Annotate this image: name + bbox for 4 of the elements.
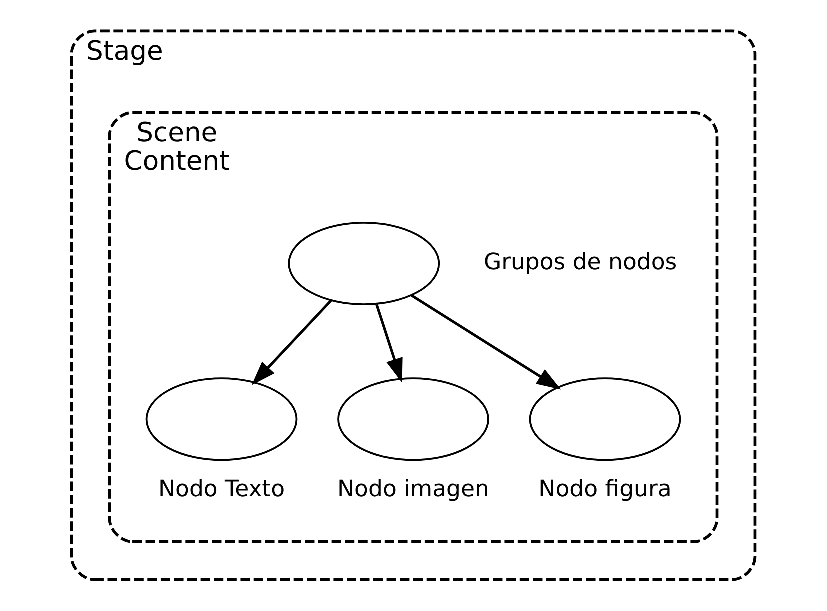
- node-label: Nodo Texto: [158, 476, 286, 502]
- node-label: Nodo figura: [538, 476, 672, 502]
- node-label: Nodo imagen: [338, 476, 490, 502]
- node-label: Grupos de nodos: [484, 250, 678, 276]
